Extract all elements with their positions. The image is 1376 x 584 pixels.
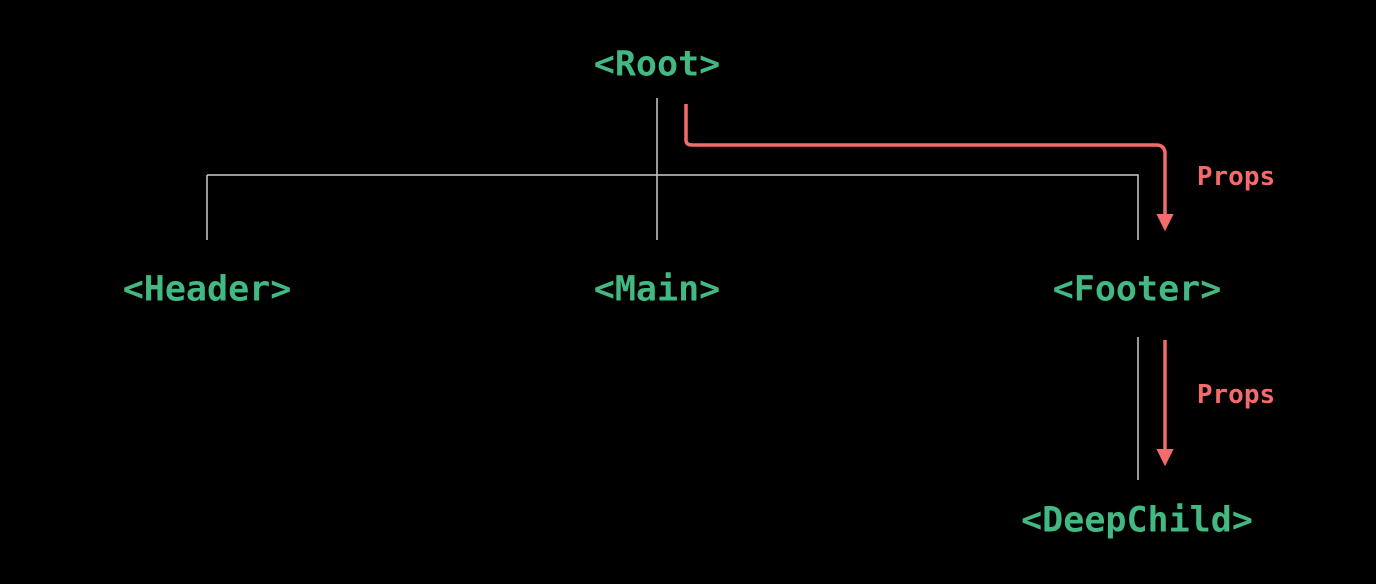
node-header: <Header> — [122, 269, 292, 310]
props-label-footer-to-deepchild: Props — [1196, 380, 1276, 410]
tree-connector-lines — [206, 98, 1139, 480]
props-arrow-root-to-footer — [684, 104, 1174, 232]
node-footer: <Footer> — [1052, 269, 1222, 310]
node-root: <Root> — [593, 44, 721, 85]
node-deepchild: <DeepChild> — [1021, 500, 1253, 541]
props-label-root-to-footer: Props — [1196, 162, 1276, 192]
node-main: <Main> — [593, 269, 721, 310]
